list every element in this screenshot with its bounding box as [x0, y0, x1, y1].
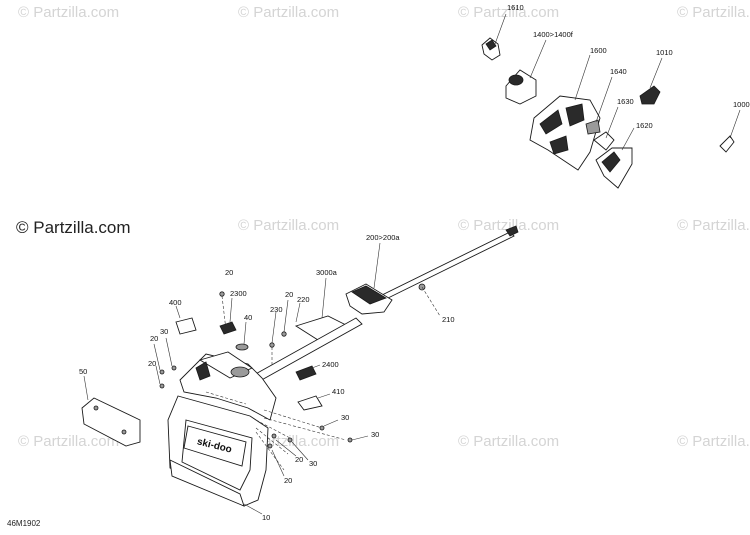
callout-20-f: 20 — [284, 476, 292, 485]
part-30-washer-b[interactable] — [319, 419, 339, 431]
part-30-washer[interactable] — [165, 337, 177, 371]
part-210-nut[interactable] — [418, 283, 441, 317]
part-200-rod[interactable] — [379, 225, 519, 301]
callout-1010: 1010 — [656, 48, 673, 57]
callout-50: 50 — [79, 367, 87, 376]
callout-20-d: 20 — [148, 359, 156, 368]
watermark: © Partzilla.com — [677, 433, 750, 450]
callout-400: 400 — [169, 298, 182, 307]
part-1000-decal[interactable] — [719, 109, 741, 153]
watermark: © Partzilla.com — [238, 4, 340, 21]
callout-30-c: 30 — [371, 430, 379, 439]
part-1600-housing[interactable] — [529, 54, 601, 171]
callout-20-c: 20 — [150, 334, 158, 343]
part-20-screw-b[interactable] — [281, 299, 289, 337]
watermark: © Partzilla.com — [18, 4, 120, 21]
callout-30-b: 30 — [341, 413, 349, 422]
callout-2300: 2300 — [230, 289, 247, 298]
part-1400-bulb[interactable] — [505, 39, 547, 105]
callout-1400: 1400>1400f — [533, 30, 574, 39]
callout-220: 220 — [297, 295, 310, 304]
part-30-washer-c[interactable] — [347, 435, 369, 443]
callout-20-e: 20 — [295, 455, 303, 464]
callout-200: 200>200a — [366, 233, 400, 242]
part-2300-clip[interactable] — [219, 297, 237, 335]
part-2400-pad[interactable] — [295, 364, 321, 381]
callout-1600: 1600 — [590, 46, 607, 55]
part-1620-lens-cover[interactable] — [595, 127, 635, 189]
part-400-pad[interactable] — [175, 305, 197, 335]
callout-3000a: 3000a — [316, 268, 338, 277]
callout-410: 410 — [332, 387, 345, 396]
part-1630[interactable] — [593, 106, 619, 151]
part-1010-lens[interactable] — [639, 57, 663, 105]
part-40-grommet[interactable] — [235, 321, 249, 351]
part-1610-clip[interactable] — [481, 13, 507, 61]
part-20-screw-d[interactable] — [155, 365, 165, 389]
part-10-snow-flap[interactable]: ski-doo — [167, 351, 347, 515]
watermark: © Partzilla.com — [677, 217, 750, 234]
watermark: © Partzilla.com — [458, 433, 560, 450]
callout-230: 230 — [270, 305, 283, 314]
watermark: © Partzilla.com — [18, 433, 120, 450]
part-20-screw-f[interactable] — [267, 443, 285, 477]
callout-1000: 1000 — [733, 100, 750, 109]
callout-20-b: 20 — [285, 290, 293, 299]
callout-10: 10 — [262, 513, 270, 522]
part-1640[interactable] — [585, 76, 613, 135]
part-50-side-plate[interactable] — [81, 375, 141, 447]
callout-30-d: 30 — [309, 459, 317, 468]
part-20-screw[interactable] — [219, 291, 227, 331]
callout-40: 40 — [244, 313, 252, 322]
callout-20-a: 20 — [225, 268, 233, 277]
callout-1610: 1610 — [507, 3, 524, 12]
part-220[interactable] — [295, 302, 301, 323]
callout-1620: 1620 — [636, 121, 653, 130]
part-20-screw-e[interactable] — [271, 433, 297, 457]
part-410-pad[interactable] — [297, 393, 331, 411]
watermark: © Partzilla.com — [458, 217, 560, 234]
callout-30-a: 30 — [160, 327, 168, 336]
watermark: © Partzilla.com — [238, 217, 340, 234]
callout-2400: 2400 — [322, 360, 339, 369]
callout-1640: 1640 — [610, 67, 627, 76]
watermark: © Partzilla.com — [677, 4, 750, 21]
callout-1630: 1630 — [617, 97, 634, 106]
part-30-washer-d[interactable] — [287, 437, 309, 461]
partzilla-watermark: © Partzilla.com — [16, 218, 131, 237]
part-200-light-unit[interactable] — [345, 242, 393, 315]
diagram-reference: 46M1902 — [7, 519, 41, 528]
watermark: © Partzilla.com — [458, 4, 560, 21]
part-20-screw-c[interactable] — [153, 343, 165, 375]
part-20-screw-mid[interactable] — [269, 311, 277, 366]
callout-210: 210 — [442, 315, 455, 324]
